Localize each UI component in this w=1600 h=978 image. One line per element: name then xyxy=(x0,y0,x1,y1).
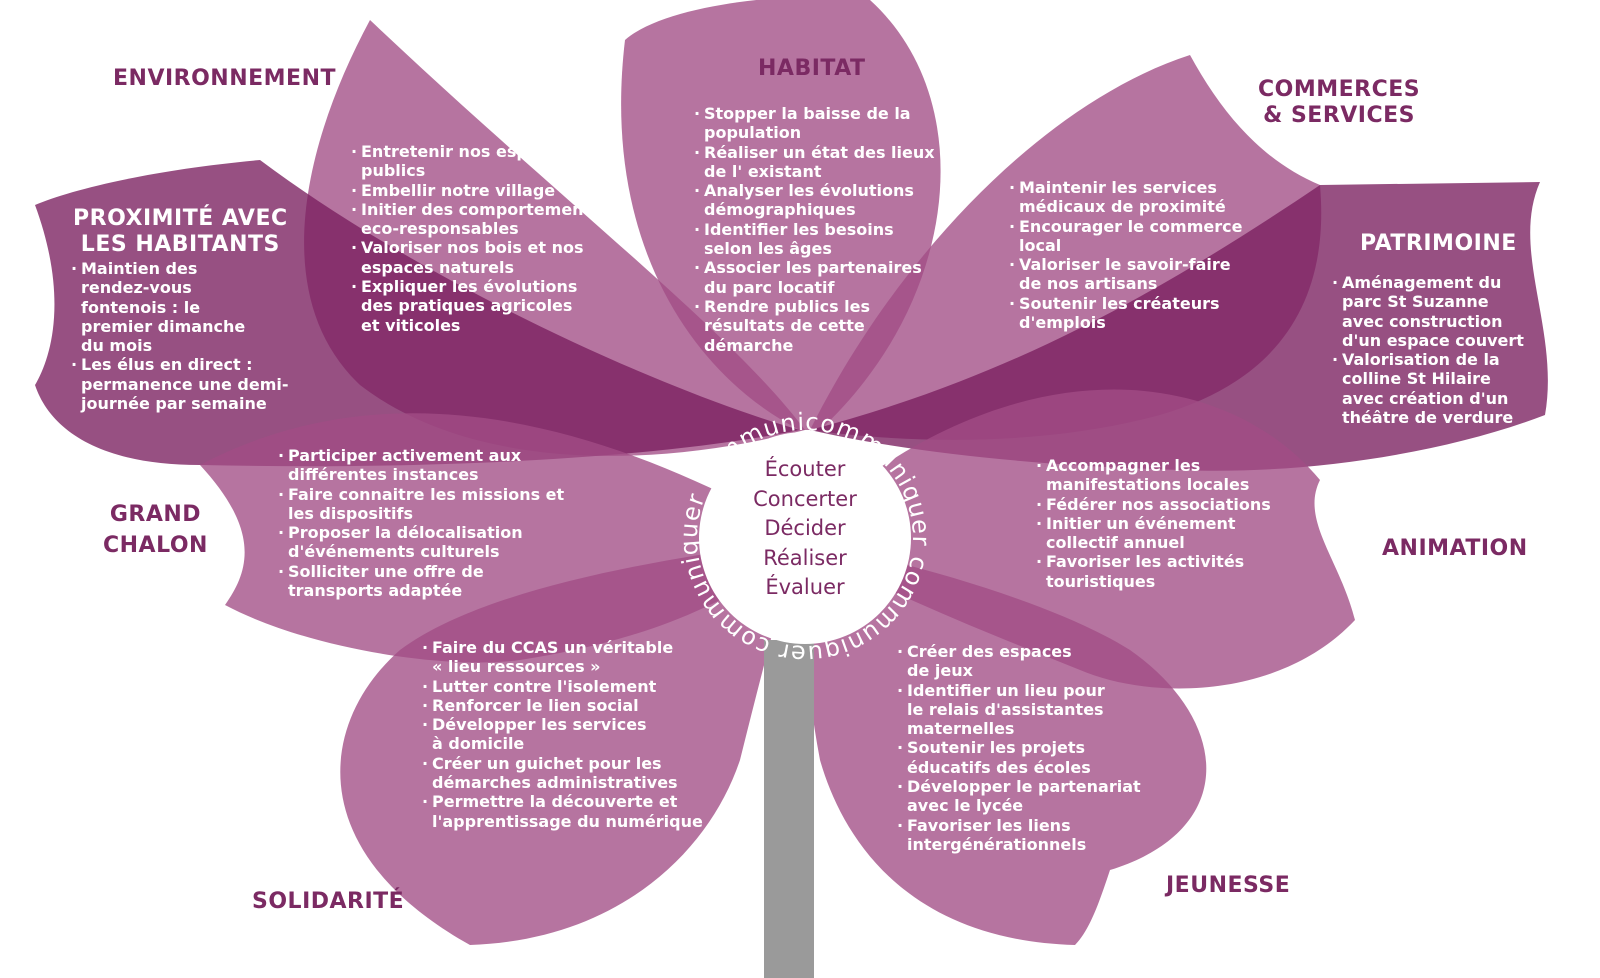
title-line: CHALON xyxy=(103,533,208,558)
title-line: PATRIMOINE xyxy=(1360,231,1517,256)
title-line: & SERVICES xyxy=(1263,103,1415,128)
center-word: Décider xyxy=(764,516,846,540)
center-word: Évaluer xyxy=(765,575,845,599)
list-item: Initier des comportementseco-responsable… xyxy=(351,200,601,239)
list-item: Permettre la découverte etl'apprentissag… xyxy=(422,792,703,831)
title-line: COMMERCES xyxy=(1258,77,1421,102)
center-word: Écouter xyxy=(764,457,846,481)
title-environnement: ENVIRONNEMENT xyxy=(113,66,336,92)
center-word: Concerter xyxy=(753,486,857,511)
list-environnement: Entretenir nos espacespublicsEmbellir no… xyxy=(351,142,601,335)
flower-stem xyxy=(764,640,814,978)
list-item: Embellir notre village xyxy=(351,181,601,201)
list-item: Lutter contre l'isolement xyxy=(422,677,703,697)
center-circle xyxy=(699,432,911,644)
title-habitat: HABITAT xyxy=(758,56,866,82)
list-item: Faire du CCAS un véritable« lieu ressour… xyxy=(422,638,703,677)
title-line: SOLIDARITÉ xyxy=(252,889,405,914)
title-line: PROXIMITÉ AVEC xyxy=(73,206,288,231)
title-commerces: COMMERCES& SERVICES xyxy=(1258,77,1420,129)
title-jeunesse: JEUNESSE xyxy=(1166,873,1290,899)
title-solidarite: SOLIDARITÉ xyxy=(252,889,404,915)
list-habitat: Stopper la baisse de lapopulationRéalise… xyxy=(694,104,935,355)
list-solidarite: Faire du CCAS un véritable« lieu ressour… xyxy=(422,638,703,831)
title-line: LES HABITANTS xyxy=(80,232,280,257)
title-line: GRAND xyxy=(109,502,202,527)
title-line: JEUNESSE xyxy=(1166,873,1291,898)
title-animation: ANIMATION xyxy=(1382,536,1528,562)
list-item: Fédérer nos associations xyxy=(1036,495,1271,515)
title-line: ENVIRONNEMENT xyxy=(113,66,336,91)
title-grand-chalon: GRAND CHALON xyxy=(103,499,208,561)
title-patrimoine: PATRIMOINE xyxy=(1360,231,1517,257)
list-item: Les élus en direct :permanence une demi-… xyxy=(71,355,289,413)
title-line: HABITAT xyxy=(758,56,866,81)
title-line: ANIMATION xyxy=(1382,536,1528,561)
list-item: Renforcer le lien social xyxy=(422,696,703,716)
center-word: Réaliser xyxy=(763,545,847,570)
